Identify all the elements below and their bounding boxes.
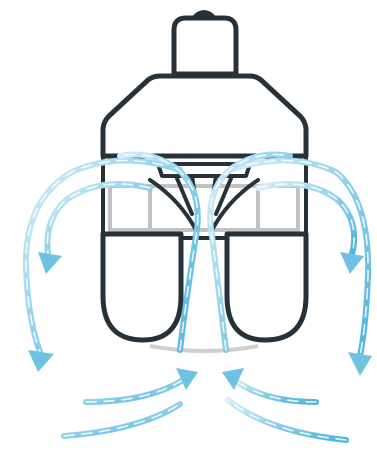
- airflow-arrow-icon: [22, 157, 183, 372]
- airflow-arrow-icon: [117, 151, 201, 353]
- airflow-arrow-icon: [38, 181, 153, 274]
- airflow-arrow-icon: [227, 157, 372, 376]
- airflow-arrow-icon: [225, 397, 349, 443]
- airflow-arrow-icon: [61, 401, 183, 439]
- airflow-arrow-icon: [222, 368, 319, 405]
- bulb-lobe-right: [224, 231, 309, 343]
- airflow-arrows: [22, 151, 372, 443]
- airflow-arrow-icon: [255, 181, 364, 274]
- bulb-base-shadow: [149, 344, 259, 353]
- bulb-cap: [171, 15, 239, 77]
- airflow-arrow-icon: [207, 151, 293, 353]
- bulb-module: [101, 154, 308, 240]
- led-bulb-icon: [100, 10, 309, 353]
- airflow-arrow-icon: [83, 368, 198, 405]
- heatsink-fins: [148, 162, 260, 232]
- heat-core-frame: [108, 184, 300, 232]
- bulb-housing: [100, 73, 309, 159]
- bulb-lobe-left: [100, 231, 184, 343]
